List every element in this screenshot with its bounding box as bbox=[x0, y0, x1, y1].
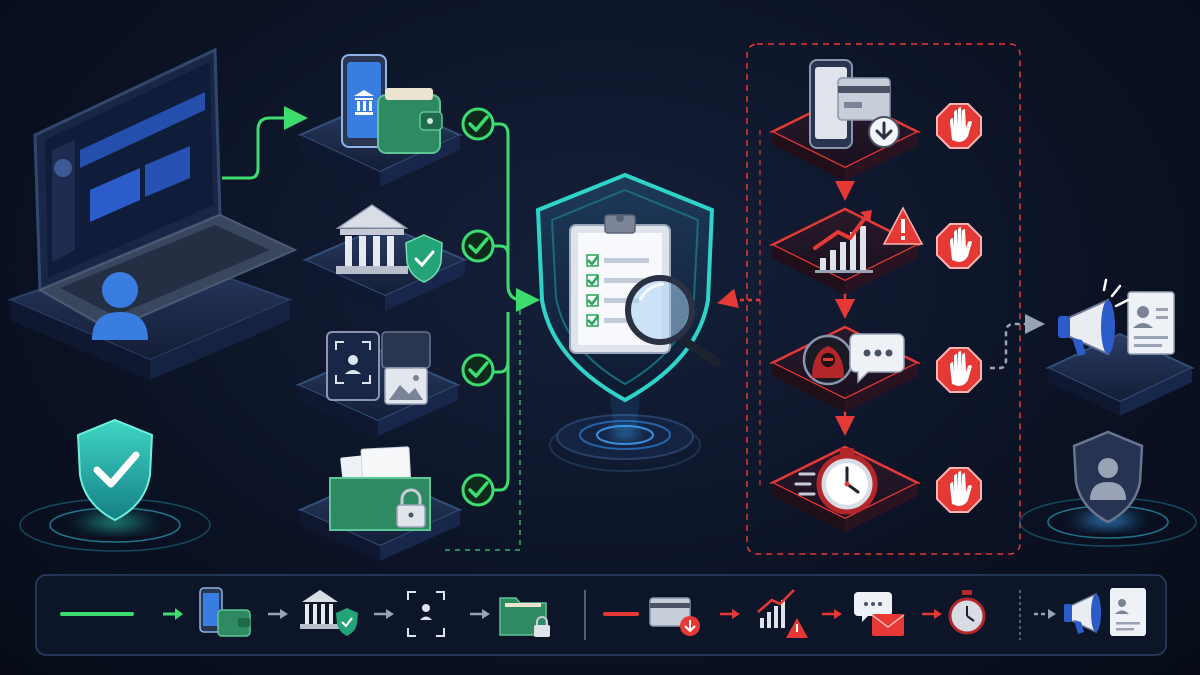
legend-report-path bbox=[1034, 588, 1146, 636]
magnifier-icon bbox=[625, 275, 721, 367]
rising-chart-warning-icon bbox=[813, 206, 924, 273]
chat-envelope-icon bbox=[854, 592, 905, 636]
user-avatar-icon bbox=[92, 272, 148, 340]
protected-user-badge bbox=[1019, 430, 1197, 547]
image-icon bbox=[384, 367, 428, 405]
chart-warning-icon bbox=[757, 589, 808, 638]
source-item-4 bbox=[297, 446, 495, 561]
wallet-icon bbox=[377, 88, 443, 154]
padlock-icon bbox=[396, 488, 426, 528]
stopwatch-speed-icon bbox=[794, 448, 878, 515]
safe-connectors bbox=[222, 106, 540, 551]
stopwatch-icon bbox=[948, 590, 986, 635]
user-laptop-group bbox=[7, 47, 298, 380]
trust-badge bbox=[19, 418, 211, 552]
risk-zone-border bbox=[746, 43, 1021, 555]
folder-lock-icon bbox=[499, 597, 550, 637]
shield-check-icon bbox=[76, 418, 154, 522]
check-icon bbox=[461, 229, 495, 263]
legend-safe-path bbox=[60, 587, 550, 637]
laptop-icon bbox=[33, 47, 298, 332]
risk-connectors bbox=[717, 130, 855, 490]
card-download-icon bbox=[649, 597, 700, 636]
check-icon bbox=[461, 473, 495, 507]
hooded-figure-icon bbox=[802, 334, 854, 386]
report-connector bbox=[990, 314, 1045, 370]
bank-building-icon bbox=[335, 204, 409, 274]
verification-hub bbox=[535, 172, 721, 472]
legend-bar bbox=[35, 574, 1167, 656]
source-item-1 bbox=[297, 54, 495, 187]
check-icon bbox=[461, 107, 495, 141]
shield-check-icon bbox=[405, 234, 443, 283]
stop-hand-icon bbox=[936, 223, 982, 269]
id-scan-icon bbox=[407, 591, 445, 637]
risk-item-3 bbox=[769, 325, 982, 412]
stop-hand-icon bbox=[936, 103, 982, 149]
phone-card-download-icon bbox=[809, 59, 900, 149]
report-group bbox=[1045, 278, 1195, 416]
gray-dashed-arrow-icon bbox=[1034, 609, 1056, 619]
stop-hand-icon bbox=[936, 467, 982, 513]
id-document-icon bbox=[1127, 291, 1175, 355]
risk-item-4 bbox=[769, 445, 982, 532]
stop-hand-icon bbox=[936, 347, 982, 393]
risk-item-2 bbox=[769, 206, 982, 294]
phone-wallet-icon bbox=[199, 587, 251, 637]
megaphone-document-icon bbox=[1064, 588, 1146, 636]
source-item-3 bbox=[295, 331, 495, 436]
megaphone-icon bbox=[1058, 278, 1130, 356]
checklist-items bbox=[586, 254, 649, 327]
check-icon bbox=[461, 353, 495, 387]
legend-risk-path bbox=[603, 589, 986, 638]
chat-bubble-icon bbox=[849, 333, 905, 384]
shield-user-icon bbox=[1072, 430, 1144, 524]
bank-shield-icon bbox=[300, 590, 358, 636]
risk-item-1 bbox=[769, 59, 982, 181]
source-item-2 bbox=[302, 204, 495, 311]
id-scan-icon bbox=[326, 331, 380, 401]
